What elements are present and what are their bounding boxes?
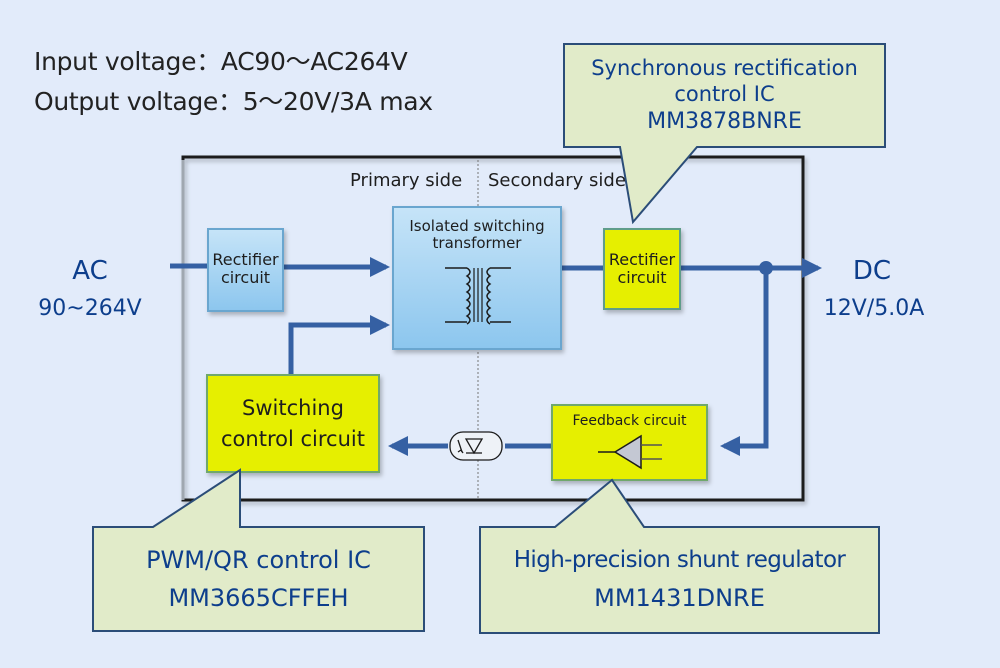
transformer-block[interactable] <box>392 206 562 350</box>
secondary-side-label: Secondary side <box>488 170 626 191</box>
optocoupler-icon <box>449 431 503 461</box>
dc-output-label: DC <box>852 256 892 286</box>
callout-shunt <box>479 478 880 634</box>
wire-control-to-transformer <box>288 315 390 375</box>
dc-output-rating: 12V/5.0A <box>823 296 925 321</box>
shunt-regulator-icon <box>598 434 662 470</box>
ac-input-label: AC <box>72 256 108 286</box>
primary-rectifier-block[interactable] <box>207 228 284 312</box>
junction-dot <box>759 261 773 275</box>
secondary-rectifier-block[interactable] <box>603 228 681 310</box>
ac-input-range: 90~264V <box>38 296 142 321</box>
primary-side-label: Primary side <box>350 170 463 191</box>
callout-sync-rect <box>563 43 886 225</box>
enclosure-frame <box>181 155 805 502</box>
wire-feedback-sense <box>720 268 769 456</box>
callout-pwm <box>92 468 425 632</box>
input-voltage-spec: Input voltage：AC90～AC264V <box>34 47 408 76</box>
wires <box>170 257 822 456</box>
output-voltage-spec: Output voltage：5～20V/3A max <box>34 87 433 116</box>
switching-control-block[interactable] <box>206 374 380 473</box>
transformer-icon <box>445 267 511 325</box>
